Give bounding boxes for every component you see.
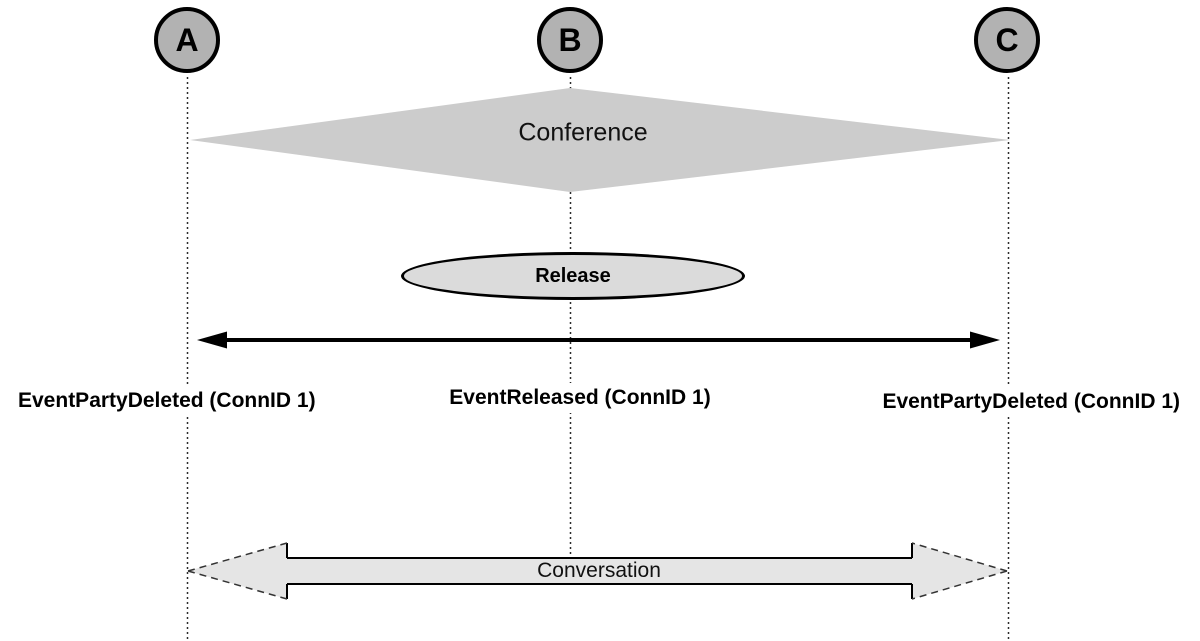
party-circle-b: B — [537, 7, 603, 73]
conference-label: Conference — [518, 118, 648, 147]
party-circle-c: C — [974, 7, 1040, 73]
conference-diamond — [190, 88, 1010, 192]
conversation-arrow-solid-edges — [286, 543, 913, 599]
conversation-label: Conversation — [537, 559, 661, 582]
release-ellipse: Release — [401, 252, 745, 300]
conversation-arrow-dashed-edges — [187, 542, 1008, 600]
event-label-party-b: EventReleased (ConnID 1) — [441, 383, 719, 414]
arrowhead-left-icon — [197, 331, 227, 349]
conversation-arrow-body — [188, 543, 1007, 599]
event-label-party-c: EventPartyDeleted (ConnID 1) — [874, 387, 1188, 418]
conversation-arrow — [187, 542, 1008, 600]
event-label-party-a: EventPartyDeleted (ConnID 1) — [10, 386, 324, 417]
event-span-arrow — [197, 331, 1000, 349]
arrowhead-right-icon — [970, 331, 1000, 349]
release-label: Release — [535, 264, 611, 287]
party-circle-a: A — [154, 7, 220, 73]
